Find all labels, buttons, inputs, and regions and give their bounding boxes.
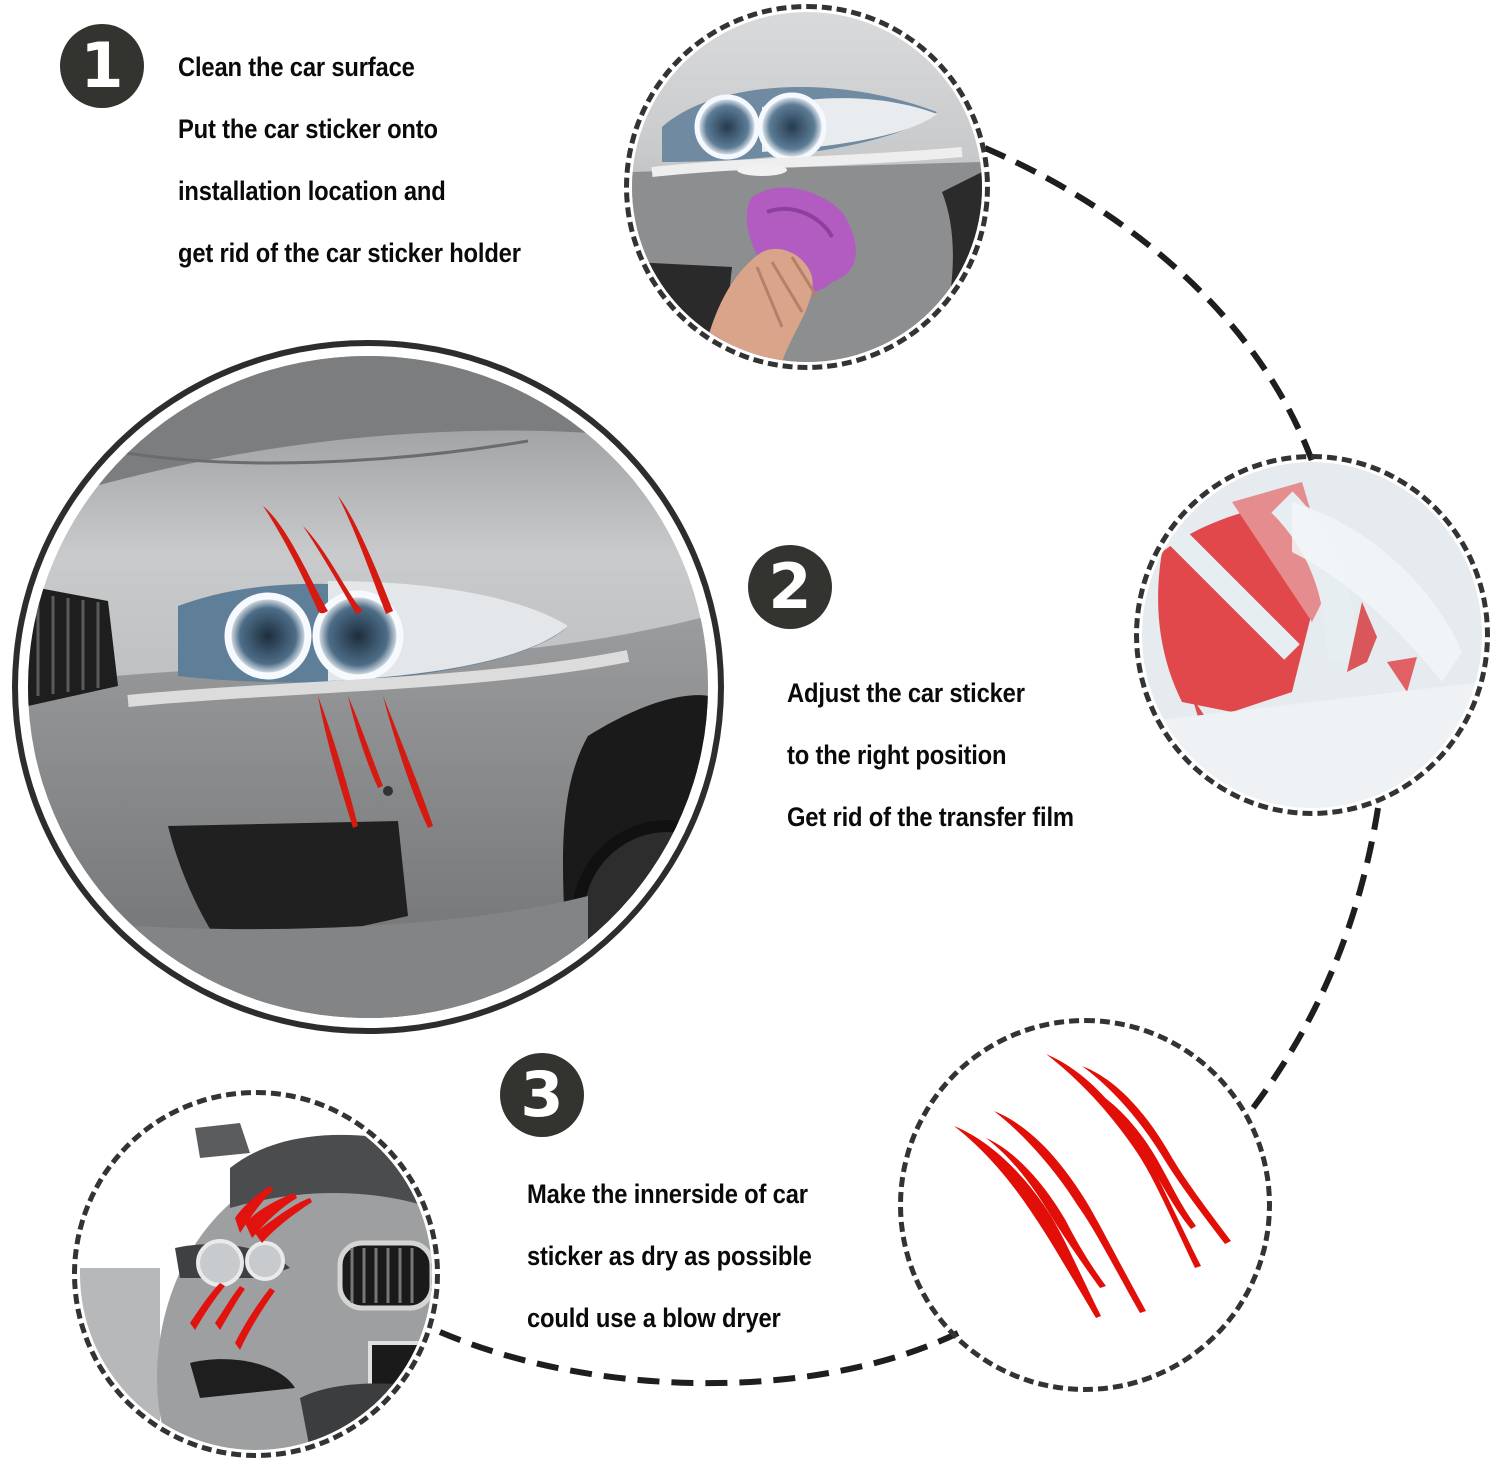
step-1-photo-border (624, 4, 990, 370)
step-3-instructions: Make the innerside of car sticker as dry… (527, 1163, 812, 1349)
product-sticker-border (898, 1018, 1272, 1392)
step-3-number: 3 (520, 1058, 564, 1131)
step-1-line-2: Put the car sticker onto (178, 114, 438, 144)
step-3-line-1: Make the innerside of car (527, 1179, 808, 1209)
main-car-photo (12, 340, 724, 1034)
step-1-line-1: Clean the car surface (178, 52, 415, 82)
step-1-instructions: Clean the car surface Put the car sticke… (178, 36, 521, 284)
step-1-line-3: installation location and (178, 176, 446, 206)
step-3-photo-border (72, 1090, 440, 1458)
step-2-instructions: Adjust the car sticker to the right posi… (787, 662, 1074, 848)
step-2-number: 2 (768, 550, 812, 623)
step-1-badge: 1 (60, 24, 144, 108)
step-2-photo-border (1134, 454, 1490, 816)
step-2-line-1: Adjust the car sticker (787, 678, 1025, 708)
step-1-number: 1 (80, 29, 124, 102)
step-1-line-4: get rid of the car sticker holder (178, 238, 521, 268)
step-3-badge: 3 (500, 1053, 584, 1137)
step-2-line-3: Get rid of the transfer film (787, 802, 1074, 832)
step-3-line-3: could use a blow dryer (527, 1303, 781, 1333)
step-2-badge: 2 (748, 545, 832, 629)
step-2-line-2: to the right position (787, 740, 1007, 770)
step-3-line-2: sticker as dry as possible (527, 1241, 812, 1271)
